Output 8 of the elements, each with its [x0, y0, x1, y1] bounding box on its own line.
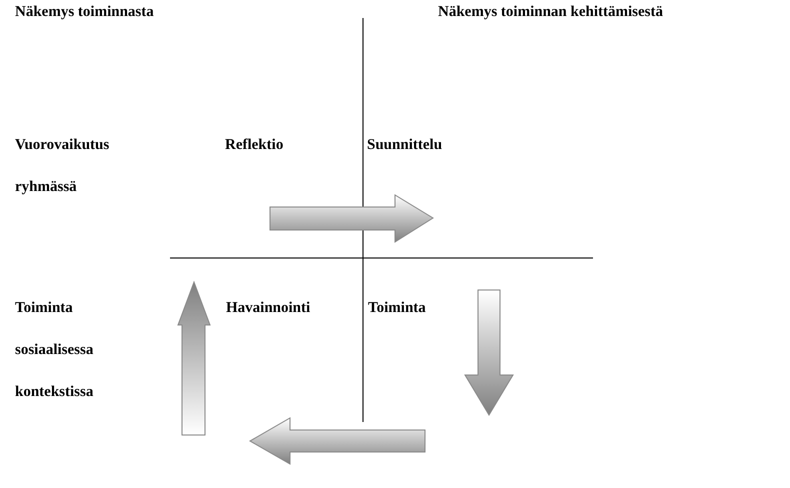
column-heading: Näkemys toiminnasta [15, 3, 155, 22]
stage-label: Vuorovaikutus ryhmässä [15, 136, 110, 197]
stage-label: Havainnointi [226, 299, 312, 318]
stage-label: Toiminta sosiaalisessa kontekstissa [15, 299, 94, 402]
stage-label: Reflektio [225, 136, 284, 155]
stage-label: Suunnittelu [367, 136, 444, 155]
column-heading: Näkemys toiminnan kehittämisestä [438, 3, 664, 22]
stage-label: Toiminta [368, 299, 427, 318]
